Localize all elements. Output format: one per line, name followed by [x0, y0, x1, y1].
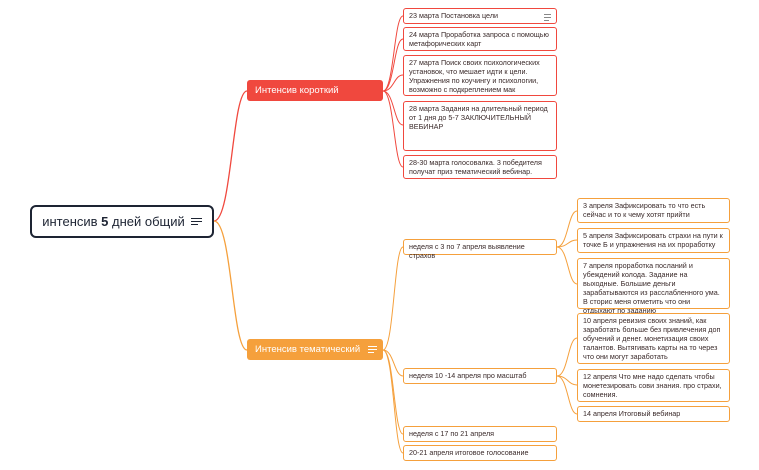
root-label: интенсив 5 дней общий — [42, 214, 185, 229]
root-node[interactable]: интенсив 5 дней общий — [30, 205, 214, 238]
short-item[interactable]: 28-30 марта голосовалка. 3 победителя по… — [403, 155, 557, 179]
week2-item[interactable]: 10 апреля ревизия своих знаний, как зара… — [577, 313, 730, 364]
branch-intensive-short[interactable]: Интенсив короткий — [247, 80, 383, 101]
branch-intensive-thematic[interactable]: Интенсив тематический — [247, 339, 383, 360]
week-node[interactable]: неделя с 17 по 21 апреля — [403, 426, 557, 442]
notes-icon — [544, 12, 551, 23]
week1-item[interactable]: 3 апреля Зафиксировать то что есть сейча… — [577, 198, 730, 223]
branch-short-label: Интенсив короткий — [255, 85, 339, 96]
week-node[interactable]: 20-21 апреля итоговое голосование — [403, 445, 557, 461]
week2-item[interactable]: 12 апреля Что мне надо сделать чтобы мон… — [577, 369, 730, 402]
week-node[interactable]: неделя с 3 по 7 апреля выявление страхов — [403, 239, 557, 260]
notes-icon — [368, 344, 378, 355]
short-item[interactable]: 28 марта Задания на длительный период от… — [403, 101, 557, 151]
week1-item[interactable]: 7 апреля проработка посланий и убеждений… — [577, 258, 730, 315]
branch-theme-label: Интенсив тематический — [255, 344, 361, 355]
notes-icon — [190, 216, 202, 227]
week-node[interactable]: неделя 10 -14 апреля про масштаб — [403, 368, 557, 384]
week2-item[interactable]: 14 апреля Итоговый вебинар — [577, 406, 730, 422]
short-item[interactable]: 23 марта Постановка цели — [403, 8, 557, 24]
short-item[interactable]: 27 марта Поиск своих психологических уст… — [403, 55, 557, 96]
week1-item[interactable]: 5 апреля Зафиксировать страхи на пути к … — [577, 228, 730, 253]
short-item[interactable]: 24 марта Проработка запроса с помощью ме… — [403, 27, 557, 51]
